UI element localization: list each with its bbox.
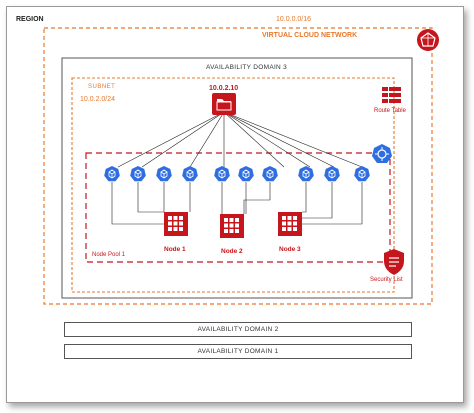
- node-pool-label: Node Pool 1: [92, 252, 126, 258]
- node-1-label: Node 1: [164, 246, 186, 253]
- node-pool-boundary: [85, 152, 391, 263]
- subnet-cidr: 10.0.2.0/24: [80, 96, 116, 103]
- pod-icon: [238, 166, 254, 182]
- ad3-boundary: [61, 57, 413, 299]
- route-table-label: Route Table: [374, 108, 406, 114]
- kubernetes-icon: [372, 144, 392, 163]
- vcn-title: VIRTUAL CLOUD NETWORK: [262, 32, 358, 39]
- pod-icon: [182, 166, 198, 182]
- node-2-icon: [220, 214, 244, 238]
- node-1-icon: [164, 212, 188, 236]
- ad2-title: AVAILABILITY DOMAIN 2: [197, 326, 279, 333]
- subnet-label: SUBNET: [88, 84, 116, 90]
- pod-icon: [298, 166, 314, 182]
- route-table-icon: [382, 87, 401, 103]
- node-icon-group: [164, 212, 302, 238]
- ad3-title: AVAILABILITY DOMAIN 3: [206, 64, 288, 71]
- pod-icon: [130, 166, 146, 182]
- pod-group: [104, 166, 370, 182]
- folder-icon: [212, 93, 236, 115]
- pod-icon: [262, 166, 278, 182]
- node-3-icon: [278, 212, 302, 236]
- security-list-label: Security List: [370, 277, 403, 283]
- pod-icon: [324, 166, 340, 182]
- pod-to-node-lines: [111, 182, 363, 225]
- ad1-box: AVAILABILITY DOMAIN 1: [64, 344, 412, 359]
- pod-icon: [214, 166, 230, 182]
- shield-icon: [384, 249, 404, 275]
- ad2-box: AVAILABILITY DOMAIN 2: [64, 322, 412, 337]
- host-ip: 10.0.2.10: [209, 85, 239, 92]
- region-label: REGION: [16, 16, 44, 23]
- vcn-boundary: [43, 27, 433, 305]
- pod-icon: [354, 166, 370, 182]
- region-logo-icon: [417, 29, 439, 51]
- node-3-label: Node 3: [279, 246, 301, 253]
- subnet-boundary: [71, 77, 395, 293]
- vcn-cidr: 10.0.0.0/16: [276, 16, 312, 23]
- pod-icon: [104, 166, 120, 182]
- ad1-title: AVAILABILITY DOMAIN 1: [197, 348, 279, 355]
- host-to-pod-lines: [117, 111, 363, 168]
- pod-icon: [156, 166, 172, 182]
- node-2-label: Node 2: [221, 248, 243, 255]
